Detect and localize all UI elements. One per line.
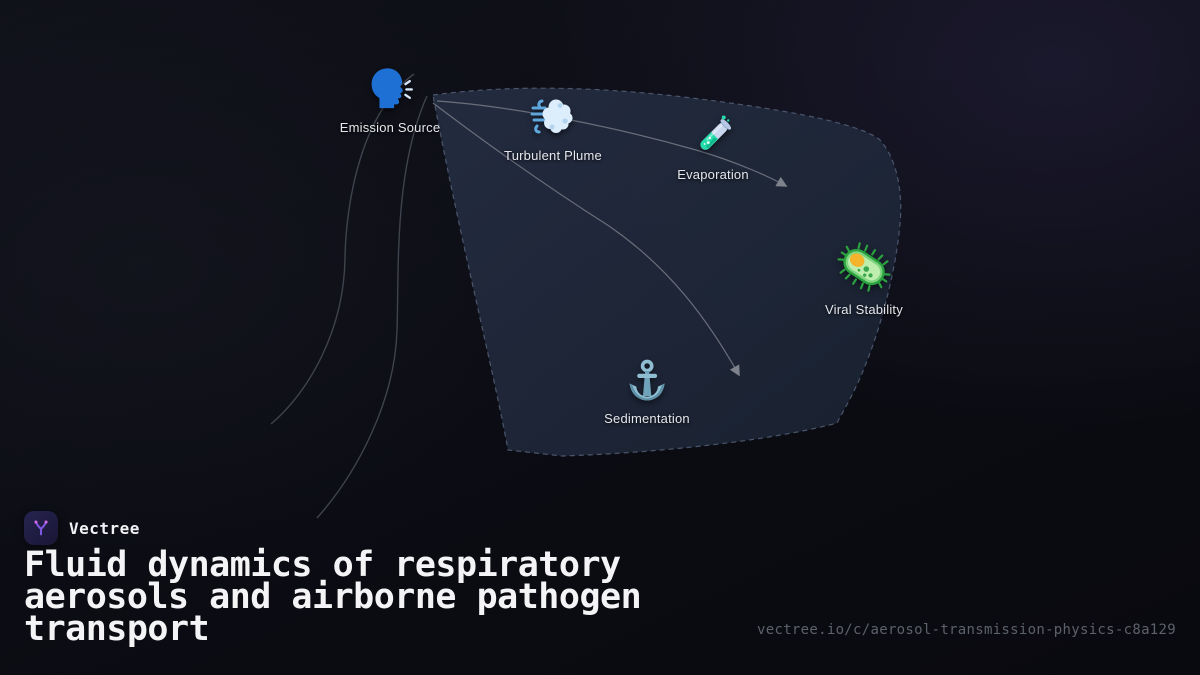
node-label: Emission Source [339,120,441,135]
page-title: Fluid dynamics of respiratory aerosols a… [24,545,642,649]
node-label: Evaporation [677,167,749,182]
node-label: Viral Stability [825,302,903,317]
anchor-icon [629,359,665,401]
share-url: vectree.io/c/aerosol-transmission-physic… [757,622,1176,638]
flow-arrow-evaporation [436,100,788,187]
microbe-icon [837,242,891,292]
node-viral-stability: Viral Stability [825,240,903,317]
node-sedimentation: Sedimentation [604,357,690,426]
brand-name: Vectree [69,518,140,538]
test-tube-icon [700,115,731,150]
flow-arrow-sedimentation [432,102,740,377]
branch-glyph-icon [34,520,48,536]
title-line-2: aerosols and airborne pathogen [24,577,642,617]
node-turbulent-plume: Turbulent Plume [504,94,602,163]
title-line-1: Fluid dynamics of respiratory [24,545,621,585]
trail-curve-left [270,73,415,425]
node-label: Sedimentation [604,411,690,426]
trail-curve-lower [316,95,428,519]
node-label: Turbulent Plume [504,148,602,163]
speaking-head-icon [371,68,413,109]
title-line-3: transport [24,609,210,649]
node-evaporation: Evaporation [677,113,749,182]
node-emission-source: Emission Source [340,65,441,135]
brand: Vectree [24,511,140,545]
wind-plume-icon [530,99,573,134]
vectree-logo [24,511,58,545]
